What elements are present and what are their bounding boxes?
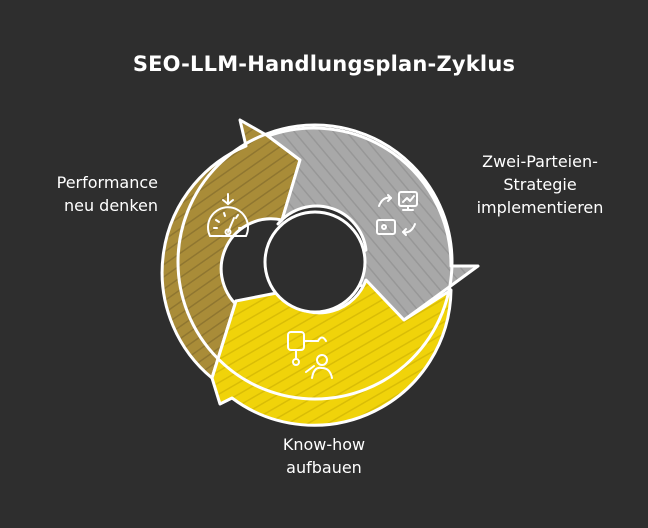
segment-performance <box>160 118 302 380</box>
diagram-title: SEO-LLM-Handlungsplan-Zyklus <box>132 52 516 76</box>
label-strategy-line2: Strategie <box>503 175 577 194</box>
label-knowhow-line2: aufbauen <box>286 458 362 477</box>
label-know-how: Know-how aufbauen <box>224 433 424 479</box>
devices-exchange-icon <box>376 191 418 236</box>
center-hole <box>263 210 367 314</box>
segment-know-how <box>210 278 453 427</box>
label-two-party-strategy: Zwei-Parteien- Strategie implementieren <box>452 150 628 219</box>
label-performance: Performance neu denken <box>18 171 158 217</box>
outer-ring <box>176 123 454 401</box>
label-knowhow-line1: Know-how <box>282 435 366 454</box>
label-performance-line2: neu denken <box>63 196 158 215</box>
label-strategy-line3: implementieren <box>476 198 604 217</box>
label-strategy-line1: Zwei-Parteien- <box>482 152 598 171</box>
speedometer-icon <box>207 193 249 237</box>
learning-idea-icon <box>287 331 333 379</box>
label-performance-line1: Performance <box>56 173 158 192</box>
